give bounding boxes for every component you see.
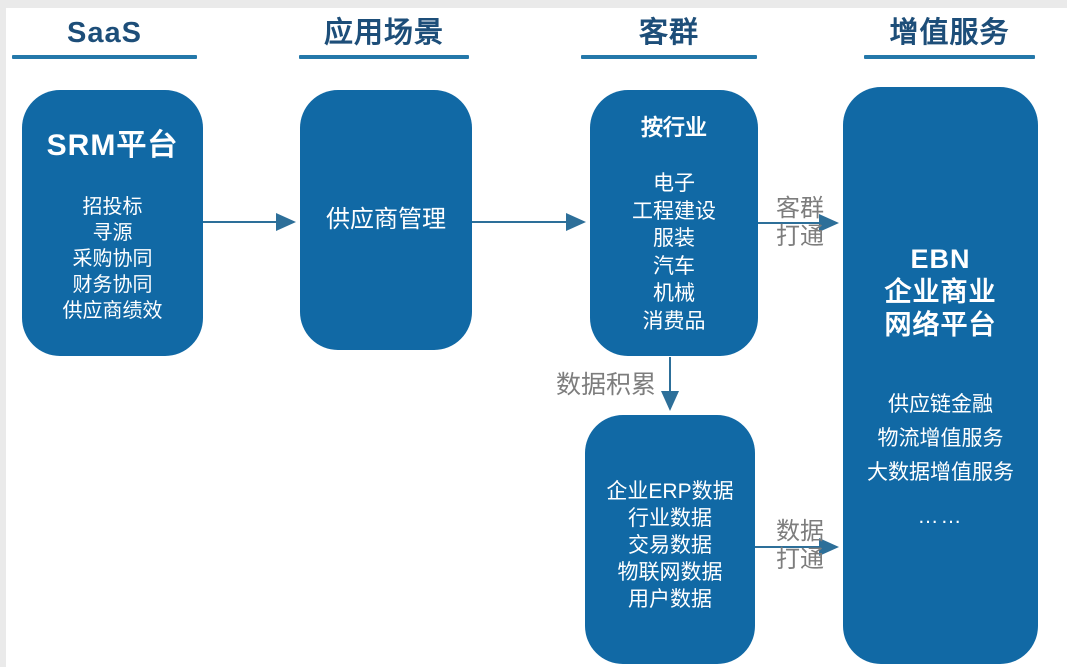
list-item: 消费品 <box>642 309 706 333</box>
list-item: 工程建设 <box>632 199 716 223</box>
column-header-scenario-label: 应用场景 <box>323 17 444 49</box>
data-sources-box: 企业ERP数据 行业数据 交易数据 物联网数据 用户数据 <box>585 415 755 664</box>
data-link-label-line2: 打通 <box>776 546 824 573</box>
column-header-services: 增值服务 <box>864 16 1035 59</box>
column-header-customers-label: 客群 <box>638 17 699 49</box>
left-edge-strip <box>0 0 6 667</box>
list-item: 汽车 <box>653 254 695 278</box>
list-item: 服装 <box>653 227 695 250</box>
column-header-saas-underline <box>12 55 197 59</box>
data-link-label: 数据 打通 <box>758 518 842 574</box>
list-item: 交易数据 <box>628 534 712 557</box>
ebn-service-list: 供应链金融 物流增值服务 大数据增值服务 …… <box>867 388 1014 534</box>
list-item: 机械 <box>653 282 695 305</box>
column-header-saas: SaaS <box>12 16 197 59</box>
list-item: 行业数据 <box>628 507 712 530</box>
supplier-management-box: 供应商管理 <box>300 90 472 350</box>
list-item: 大数据增值服务 <box>867 461 1014 484</box>
column-header-saas-label: SaaS <box>67 17 142 49</box>
column-header-scenario: 应用场景 <box>299 16 469 59</box>
column-header-services-underline <box>864 55 1035 59</box>
list-item: 企业ERP数据 <box>606 480 734 503</box>
list-item: 招投标 <box>82 196 143 218</box>
list-item: 财务协同 <box>72 274 153 296</box>
data-source-list: 企业ERP数据 行业数据 交易数据 物联网数据 用户数据 <box>606 478 733 613</box>
ebn-platform-title: EBN 企业商业 网络平台 <box>885 243 997 342</box>
customer-link-label: 客群 打通 <box>758 195 842 251</box>
column-header-services-label: 增值服务 <box>889 17 1010 49</box>
data-link-label-line1: 数据 <box>776 518 824 545</box>
list-item: 物联网数据 <box>617 561 723 584</box>
srm-platform-box: SRM平台 招投标 寻源 采购协同 财务协同 供应商绩效 <box>22 90 203 356</box>
list-item: 用户数据 <box>628 588 712 611</box>
list-item: 寻源 <box>92 222 133 244</box>
customer-link-label-line2: 打通 <box>776 223 824 250</box>
ebn-title-line: EBN <box>910 244 971 274</box>
ebn-title-line: 企业商业 <box>884 277 997 307</box>
column-header-customers: 客群 <box>581 16 757 59</box>
srm-feature-list: 招投标 寻源 采购协同 财务协同 供应商绩效 <box>63 194 163 324</box>
industry-customers-box: 按行业 电子 工程建设 服装 汽车 机械 消费品 <box>590 90 758 356</box>
ebn-title-line: 网络平台 <box>884 310 997 340</box>
customer-link-label-line1: 客群 <box>776 195 824 222</box>
supplier-management-title: 供应商管理 <box>326 206 446 233</box>
column-header-customers-underline <box>581 55 757 59</box>
industry-customers-title: 按行业 <box>640 115 707 140</box>
top-edge-strip <box>0 0 1067 8</box>
ellipsis-item: …… <box>917 505 964 528</box>
list-item: 物流增值服务 <box>877 427 1004 450</box>
column-header-scenario-underline <box>299 55 469 59</box>
ebn-platform-box: EBN 企业商业 网络平台 供应链金融 物流增值服务 大数据增值服务 …… <box>843 87 1038 664</box>
industry-list: 电子 工程建设 服装 汽车 机械 消费品 <box>632 170 716 335</box>
list-item: 供应链金融 <box>888 393 993 416</box>
srm-platform-title: SRM平台 <box>46 129 179 162</box>
list-item: 电子 <box>653 172 695 195</box>
data-accumulate-label: 数据积累 <box>555 371 656 399</box>
list-item: 采购协同 <box>72 248 153 270</box>
list-item: 供应商绩效 <box>62 300 163 322</box>
